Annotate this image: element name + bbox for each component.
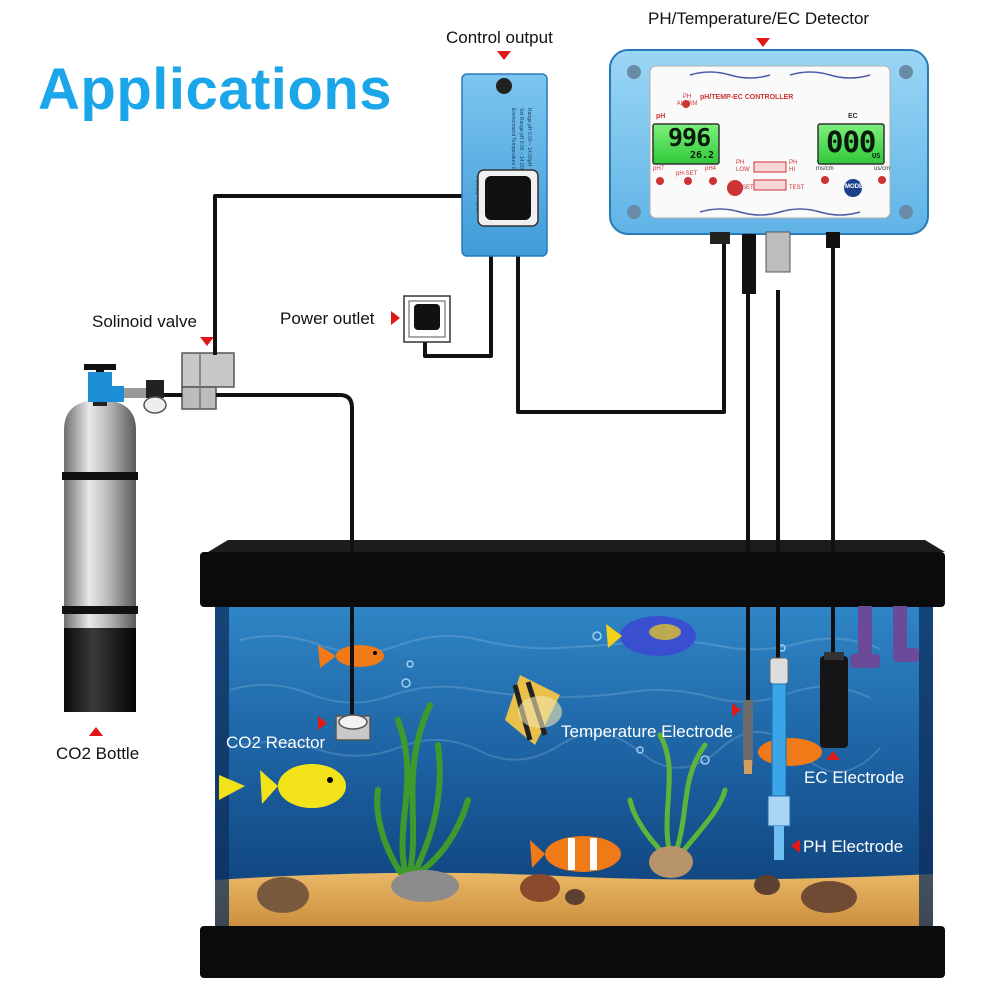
fish-orange: [318, 645, 384, 668]
fish-blue-tang: [606, 616, 696, 656]
co2-tube: [216, 393, 354, 552]
regulator: [124, 380, 167, 414]
page-title: Applications: [38, 57, 393, 122]
aquarium: [200, 540, 945, 978]
ph-temp-ec-controller: [609, 49, 929, 294]
controller-brand-title: pH/TEMP-EC CONTROLLER: [700, 94, 794, 101]
solenoid-valve-label: Solinoid valve: [92, 312, 197, 331]
co2-bottle-label: CO2 Bottle: [56, 744, 140, 763]
arrow-marker-icon: [318, 716, 327, 730]
arrow-marker-icon: [732, 703, 741, 717]
ms-cm-label: ms/cm: [816, 166, 834, 172]
ec-unit: US: [872, 152, 881, 160]
temperature-electrode-label: Temperature Electrode: [561, 722, 733, 741]
detector-label: PH/Temperature/EC Detector: [648, 9, 870, 28]
svg-text:Set Range pH 0.00 – 14.00pH: Set Range pH 0.00 – 14.00pH: [518, 108, 524, 175]
arrow-marker-icon: [200, 337, 214, 346]
ph-electrode-label: PH Electrode: [803, 837, 904, 856]
ph-hi-label: PH HI: [789, 160, 798, 173]
ph4-button-label: pH4: [705, 166, 717, 172]
fish-orange-right: [758, 738, 822, 766]
power-outlet: [403, 295, 451, 343]
power-plug-icon: [414, 304, 440, 330]
set-label: SET: [742, 185, 754, 191]
mode-label: MODE: [845, 184, 863, 190]
solenoid-valve: [181, 352, 235, 410]
temperature-electrode: [743, 700, 753, 774]
power-outlet-label: Power outlet: [280, 309, 375, 328]
mode-button: [844, 179, 862, 197]
co2-reactor: [335, 714, 371, 741]
ec-tag: EC: [848, 113, 858, 120]
aquarium-lid: [200, 552, 945, 607]
ph7-button-label: pH7: [653, 166, 665, 172]
mains-cable: [423, 256, 493, 358]
arrow-marker-icon: [89, 727, 103, 736]
us-cm-label: us/cm: [874, 166, 891, 172]
plant-left: [374, 702, 471, 875]
ec-reading: 000: [826, 125, 876, 159]
ph-reading: 996: [668, 123, 711, 152]
bubbles: [401, 631, 786, 765]
ec-electrode-label: EC Electrode: [804, 768, 905, 787]
co2-reactor-label: CO2 Reactor: [226, 733, 326, 752]
ph-tag: pH: [656, 113, 666, 120]
svg-text:Range pH 0.00 – 14.00pH: Range pH 0.00 – 14.00pH: [526, 108, 532, 166]
fish-clownfish: [530, 836, 621, 872]
aquarium-base: [200, 926, 945, 978]
svg-text:Environment Temperature 0 – 50: Environment Temperature 0 – 50°C: [510, 108, 516, 187]
arrow-marker-icon: [391, 311, 400, 325]
ec-electrode: [820, 652, 848, 748]
control-signal-cable: [516, 240, 726, 414]
plant-right: [627, 732, 728, 858]
temperature-reading: 26.2: [690, 150, 715, 161]
svg-text:Humidity < 85%: Humidity < 85%: [474, 176, 480, 212]
ph-lcd: [652, 123, 720, 165]
arrow-marker-icon: [826, 751, 840, 760]
ph-set-button-label: pH-SET: [676, 171, 698, 177]
ph-electrode: [767, 657, 791, 860]
arrow-marker-icon: [497, 51, 511, 60]
cables: [164, 194, 835, 718]
fish-yellow-edge: [219, 775, 245, 800]
valve-power-cable: [213, 194, 476, 355]
arrow-marker-icon: [791, 839, 800, 853]
test-label: TEST: [789, 185, 805, 191]
control-output-label: Control output: [446, 28, 553, 47]
fish-angelfish: [505, 675, 562, 745]
co2-bottle: [62, 364, 138, 712]
arrow-marker-icon: [756, 38, 770, 47]
rock: [257, 877, 309, 913]
control-output-unit: Range pH 0.00 – 14.00pH Set Range pH 0.0…: [461, 73, 548, 257]
ph-low-label: PH LOW: [736, 160, 750, 173]
fuse-icon: [496, 78, 512, 94]
fish-yellow: [260, 764, 346, 808]
ec-lcd: [817, 123, 885, 165]
ph-alarm-label: PH ALARM: [676, 94, 698, 107]
overflow-pipe: [850, 606, 919, 668]
